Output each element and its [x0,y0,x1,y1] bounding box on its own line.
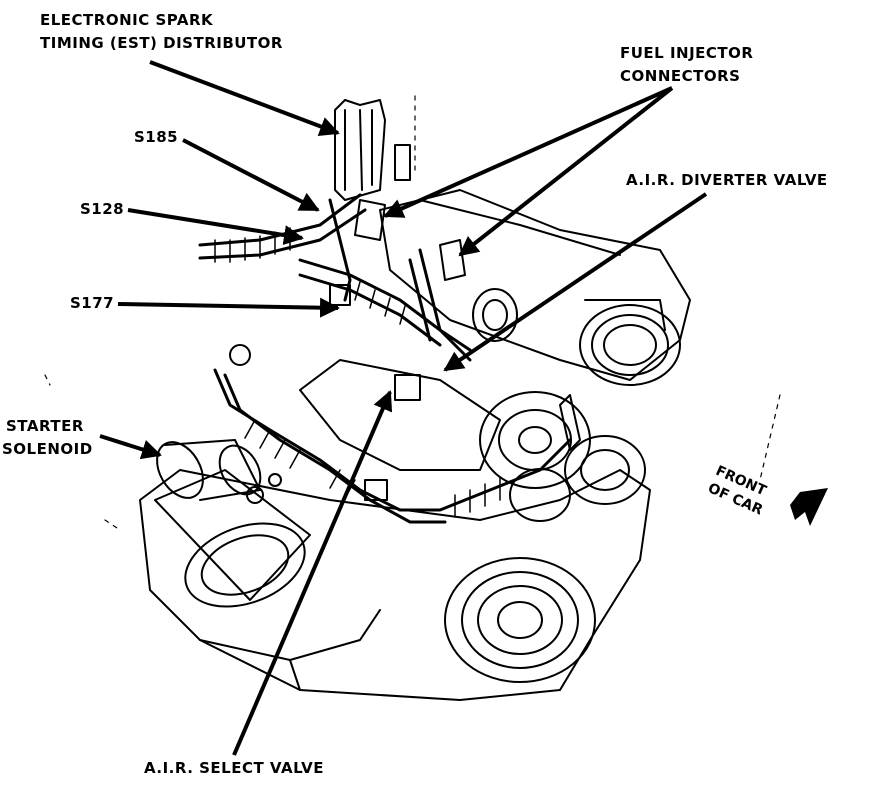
label-s185: S185 [134,128,179,146]
harness-tape-wraps [214,227,501,518]
starter-solenoid [156,439,262,501]
arrow-s185 [182,138,320,212]
front-of-car-arrow [790,488,828,526]
arrow-air-diverter [443,192,708,372]
label-air-select: A.I.R. SELECT VALVE [144,759,324,777]
intake-plenum [379,189,691,386]
distributor [334,99,411,201]
arrow-s128 [127,208,304,246]
crank-pulley [444,557,596,683]
arrow-est-distributor [149,60,340,136]
label-est-line1: ELECTRONIC SPARK [40,11,214,29]
starter-motor [154,469,311,608]
reference-dashes [44,89,781,531]
engine-block-outline [139,469,651,701]
label-s128: S128 [80,200,125,218]
arrow-fuel-injector-1 [383,86,673,218]
label-starter-line2: SOLENOID [2,440,93,458]
arrow-air-select [232,390,393,756]
connector-details [229,199,581,504]
label-fuel-line2: CONNECTORS [620,67,741,85]
accessory-pulleys [479,391,646,522]
label-air-diverter: A.I.R. DIVERTER VALVE [626,171,828,189]
valve-cover [299,359,501,471]
label-s177: S177 [70,294,115,312]
arrow-fuel-injector-2 [458,86,674,257]
arrow-s177 [117,297,340,318]
arrow-starter-solenoid [99,434,162,460]
oil-pan-outline [199,609,381,691]
label-starter-line1: STARTER [6,417,84,435]
label-fuel-line1: FUEL INJECTOR [620,44,754,62]
label-est-line2: TIMING (EST) DISTRIBUTOR [40,34,283,52]
